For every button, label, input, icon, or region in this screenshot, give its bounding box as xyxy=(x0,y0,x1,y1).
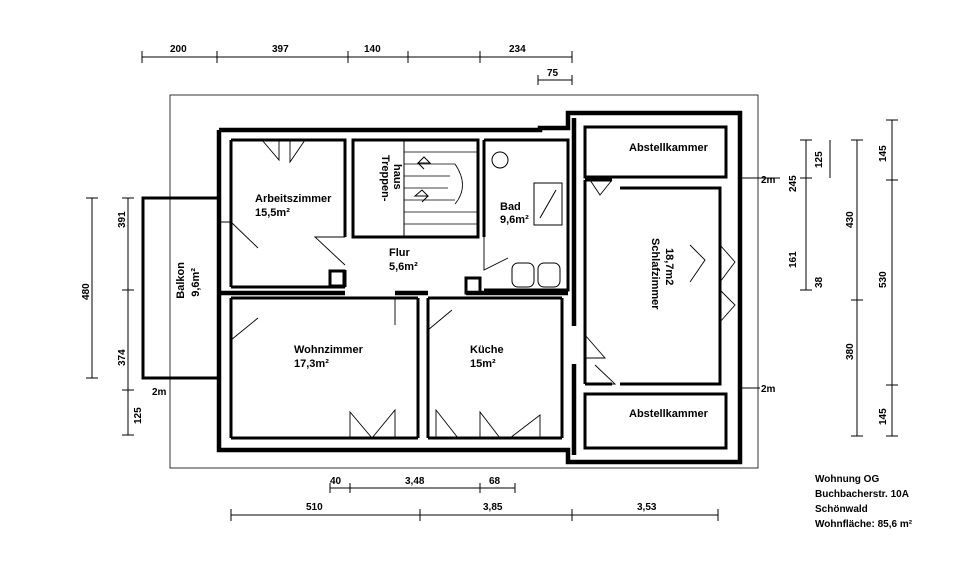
toilet-icon xyxy=(491,151,509,169)
dim-top-3: 140 xyxy=(364,44,381,55)
schlafzimmer-area: 18,7m2 xyxy=(663,248,675,285)
marker-2m-top: 2m xyxy=(761,175,776,186)
dim-top-1: 200 xyxy=(170,44,187,55)
dim-left-4: 125 xyxy=(133,407,144,424)
flur-area: 5,6m² xyxy=(389,261,418,273)
sink-icon xyxy=(511,262,535,288)
wohnzimmer-area: 17,3m² xyxy=(294,358,329,370)
room-labels: Arbeitszimmer 15,5m² Treppen- haus Bad 9… xyxy=(175,142,709,420)
marker-2m-bottom: 2m xyxy=(761,384,776,395)
dim-top-2: 397 xyxy=(272,44,289,55)
bad-area: 9,6m² xyxy=(500,214,529,226)
treppenhaus-label-1: Treppen- xyxy=(379,155,391,202)
dim-bottom-2c: 3,53 xyxy=(637,502,657,513)
info-line-1: Wohnung OG xyxy=(815,474,879,485)
stairs xyxy=(404,151,478,225)
dim-right-a-4: 38 xyxy=(814,276,825,288)
marker-2m-left: 2m xyxy=(152,387,167,398)
dim-bottom-1a: 40 xyxy=(330,476,342,487)
wohnzimmer-label: Wohnzimmer xyxy=(294,344,364,356)
dimension-lines xyxy=(86,51,898,521)
interior-walls xyxy=(219,125,728,450)
dim-right-b-5: 145 xyxy=(878,408,889,425)
info-line-3: Schönwald xyxy=(815,504,868,515)
sink-icon xyxy=(537,262,561,288)
kueche-area: 15m² xyxy=(470,358,496,370)
abstellkammer-bottom-label: Abstellkammer xyxy=(629,408,709,420)
dim-left-2: 480 xyxy=(81,283,92,300)
abstellkammer-top-label: Abstellkammer xyxy=(629,142,709,154)
dim-bottom-2a: 510 xyxy=(306,502,323,513)
dim-right-b-3: 530 xyxy=(878,271,889,288)
info-line-4: Wohnfläche: 85,6 m² xyxy=(815,519,913,530)
dim-right-a-3: 161 xyxy=(788,251,799,268)
bad-label: Bad xyxy=(500,201,521,213)
dim-right-b-2: 430 xyxy=(845,211,856,228)
dim-top-4: 234 xyxy=(509,44,526,55)
dim-left-3: 374 xyxy=(117,349,128,366)
dim-right-b-4: 380 xyxy=(845,343,856,360)
dim-bottom-1c: 68 xyxy=(489,476,501,487)
dim-left-1: 391 xyxy=(117,211,128,228)
schlafzimmer-label: Schlafzimmer xyxy=(649,238,661,310)
dim-right-a-2: 245 xyxy=(788,175,799,192)
flur-label: Flur xyxy=(389,247,410,259)
dim-right-a-1: 125 xyxy=(814,151,825,168)
dim-bottom-1b: 3,48 xyxy=(405,476,425,487)
dim-top-5: 75 xyxy=(547,68,559,79)
balkon-area: 9,6m² xyxy=(190,268,202,297)
dimension-labels: 200 397 140 234 75 391 480 374 125 125 2… xyxy=(81,44,889,513)
dim-bottom-2b: 3,85 xyxy=(483,502,503,513)
shower-icon xyxy=(533,182,563,226)
doors xyxy=(219,139,736,439)
bathroom-fixtures xyxy=(491,151,563,288)
balkon-label: Balkon xyxy=(175,262,187,299)
info-line-2: Buchbacherstr. 10A xyxy=(815,489,909,500)
dim-right-b-1: 145 xyxy=(878,145,889,162)
plot-boundary xyxy=(169,94,759,469)
treppenhaus-label-2: haus xyxy=(391,164,403,190)
info-block: Wohnung OG Buchbacherstr. 10A Schönwald … xyxy=(815,474,913,530)
arbeitszimmer-area: 15,5m² xyxy=(255,207,290,219)
arbeitszimmer-label: Arbeitszimmer xyxy=(255,193,332,205)
kueche-label: Küche xyxy=(470,344,504,356)
exterior-walls xyxy=(216,110,743,465)
